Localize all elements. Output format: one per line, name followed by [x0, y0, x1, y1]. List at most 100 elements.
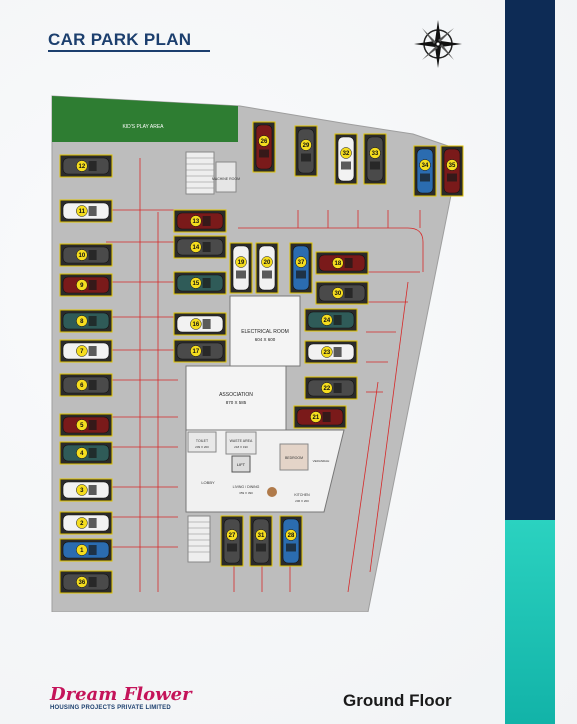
car-windshield: [88, 545, 97, 555]
slot-number: 27: [229, 533, 236, 539]
car-windshield: [202, 242, 211, 252]
living-label: LIVING / DINING: [233, 485, 260, 489]
parking-slot: 33: [363, 133, 387, 185]
slot-number-badge: [235, 256, 247, 268]
car-windshield: [420, 173, 430, 182]
slot-number: 23: [323, 350, 330, 356]
parking-slot: 36: [59, 570, 113, 594]
car-windshield: [88, 316, 97, 326]
waste-area-dims: 218 X 190: [234, 445, 248, 449]
car-icon: [297, 128, 315, 174]
slot-number-badge: [285, 529, 297, 541]
slot-number: 33: [372, 151, 379, 157]
slot-number-badge: [76, 576, 88, 588]
parking-slot: 7: [59, 339, 113, 363]
parking-slot: 37: [289, 242, 313, 294]
parking-slot: 1: [59, 538, 113, 562]
slot-number-badge: [190, 277, 202, 289]
slot-number: 32: [343, 151, 350, 157]
slot-number: 35: [449, 163, 456, 169]
parking-slot: 6: [59, 373, 113, 397]
car-windshield: [202, 346, 211, 356]
electrical-room: [229, 295, 301, 367]
parking-slot: 15: [173, 271, 227, 295]
slot-number-badge: [190, 241, 202, 253]
slot-number: 6: [80, 383, 84, 389]
parking-slot: 32: [334, 133, 358, 185]
parking-slot: 24: [304, 308, 358, 332]
slot-number-badge: [332, 257, 344, 269]
slot-number: 22: [323, 386, 330, 392]
car-windshield: [256, 543, 266, 552]
car-windshield: [370, 161, 380, 170]
driveway-arrows: [106, 158, 424, 593]
slot-number-badge: [76, 345, 88, 357]
entry-stair: [187, 515, 211, 563]
kids-play-lawn: [52, 96, 238, 142]
floor-label: Ground Floor: [343, 691, 452, 710]
parking-slot: 19: [229, 242, 253, 294]
car-windshield: [301, 153, 311, 162]
stair-treads: [186, 157, 214, 189]
car-windshield: [202, 319, 211, 329]
parking-slot: 30: [315, 281, 369, 305]
slot-number-badge: [190, 215, 202, 227]
parking-slot: 14: [173, 235, 227, 259]
slot-number: 1: [80, 548, 84, 554]
association-label: ASSOCIATION: [219, 392, 253, 398]
kids-play-area-label: KID'S PLAY AREA: [122, 124, 164, 130]
living-dims: 359 X 390: [239, 491, 253, 495]
slot-number-badge: [76, 447, 88, 459]
bedroom-label: BEDROOM: [285, 456, 303, 460]
machine-room: [215, 161, 237, 193]
parking-slot: 26: [252, 121, 276, 173]
parking-slot: 16: [173, 312, 227, 336]
slot-number-badge: [190, 345, 202, 357]
car-windshield: [296, 270, 306, 279]
car-icon: [252, 518, 270, 564]
toilet: [187, 431, 217, 453]
association-dims: 870 X 585: [226, 400, 247, 405]
brand-logo: Dream Flower: [50, 684, 192, 705]
slot-number: 31: [258, 533, 265, 539]
parking-slot: 27: [220, 515, 244, 567]
car-icon: [258, 245, 276, 291]
slot-number-badge: [261, 256, 273, 268]
car-windshield: [88, 346, 97, 356]
parking-slot: 4: [59, 441, 113, 465]
parking-slot: 34: [413, 145, 437, 197]
slot-number: 8: [80, 319, 84, 325]
car-windshield: [88, 448, 97, 458]
slot-number: 21: [312, 415, 319, 421]
car-windshield: [88, 380, 97, 390]
slot-number: 19: [238, 260, 245, 266]
slot-number-badge: [76, 379, 88, 391]
slot-number: 37: [298, 260, 305, 266]
slot-number: 36: [78, 580, 85, 586]
slot-number-badge: [300, 139, 312, 151]
slot-number-badge: [369, 147, 381, 159]
car-icon: [416, 148, 434, 194]
car-windshield: [88, 518, 97, 528]
machine-room-label: MACHINE ROOM: [212, 177, 240, 181]
slot-number-badge: [76, 484, 88, 496]
kitchen-label: KITCHEN: [294, 493, 310, 497]
car-windshield: [447, 173, 457, 182]
slot-number-badge: [76, 205, 88, 217]
slot-number: 18: [334, 261, 341, 267]
car-windshield: [88, 280, 97, 290]
car-windshield: [333, 383, 342, 393]
slot-number: 14: [192, 245, 199, 251]
car-icon: [337, 136, 355, 182]
toilet-label: TOILET: [196, 439, 209, 443]
waste-area-label: WASTE AREA: [230, 439, 253, 443]
car-windshield: [236, 270, 246, 279]
slot-number: 17: [192, 349, 199, 355]
slot-number: 3: [80, 488, 84, 494]
car-windshield: [344, 288, 353, 298]
slot-number: 13: [192, 219, 199, 225]
slot-number: 16: [192, 322, 199, 328]
car-windshield: [227, 543, 237, 552]
car-windshield: [88, 577, 97, 587]
